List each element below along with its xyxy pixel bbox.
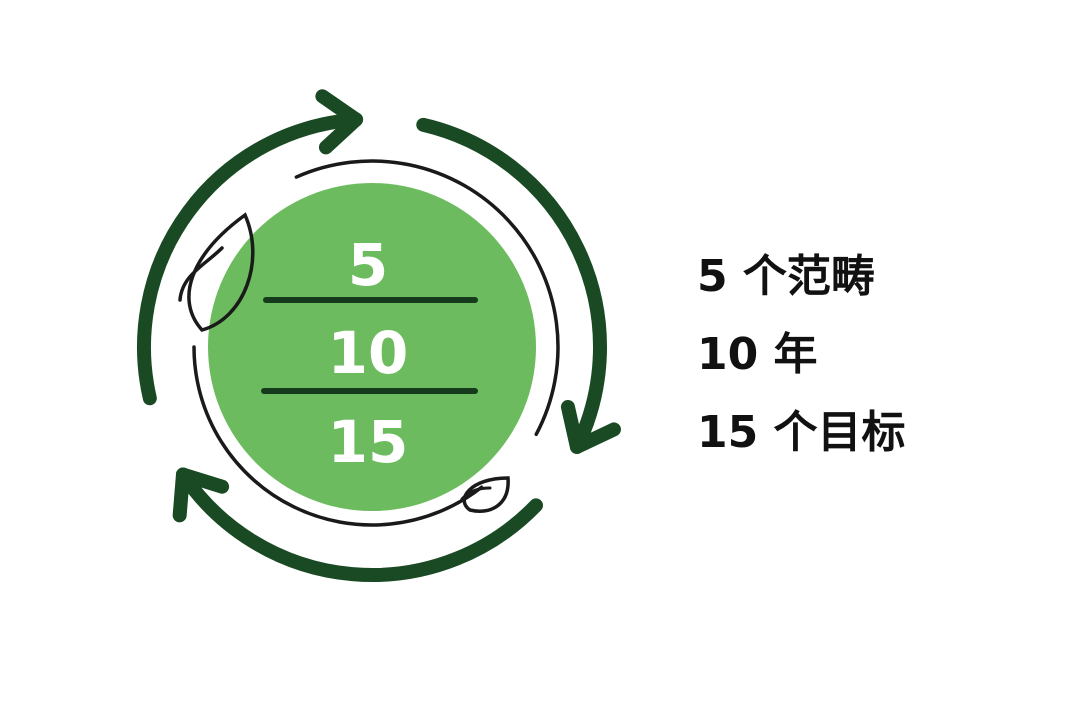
arrow-arc-top — [137, 112, 364, 406]
legend-categories: 5 个范畴 — [697, 251, 875, 302]
legend-goals: 15 个目标 — [697, 407, 906, 458]
legend-years: 10 年 — [697, 329, 818, 380]
center-disc — [208, 183, 536, 511]
small-leaf-vein — [460, 486, 492, 501]
stem-arc — [192, 345, 484, 527]
number-10: 10 — [328, 319, 409, 387]
leaf-vein — [178, 246, 224, 302]
number-5: 5 — [348, 231, 388, 299]
legend: 5 个范畴 10 年 15 个目标 — [697, 238, 906, 472]
leaf-icon — [187, 212, 255, 332]
thin-ring-arc — [294, 159, 560, 437]
arrowhead-icon — [315, 89, 364, 155]
arrow-arc-bottom — [175, 467, 544, 582]
number-15: 15 — [328, 408, 409, 476]
small-leaf-icon — [462, 476, 510, 513]
arrow-arc-right — [416, 117, 607, 454]
cycle-arrows — [137, 89, 621, 582]
arrowhead-icon — [560, 399, 621, 454]
arrowhead-icon — [172, 467, 230, 523]
